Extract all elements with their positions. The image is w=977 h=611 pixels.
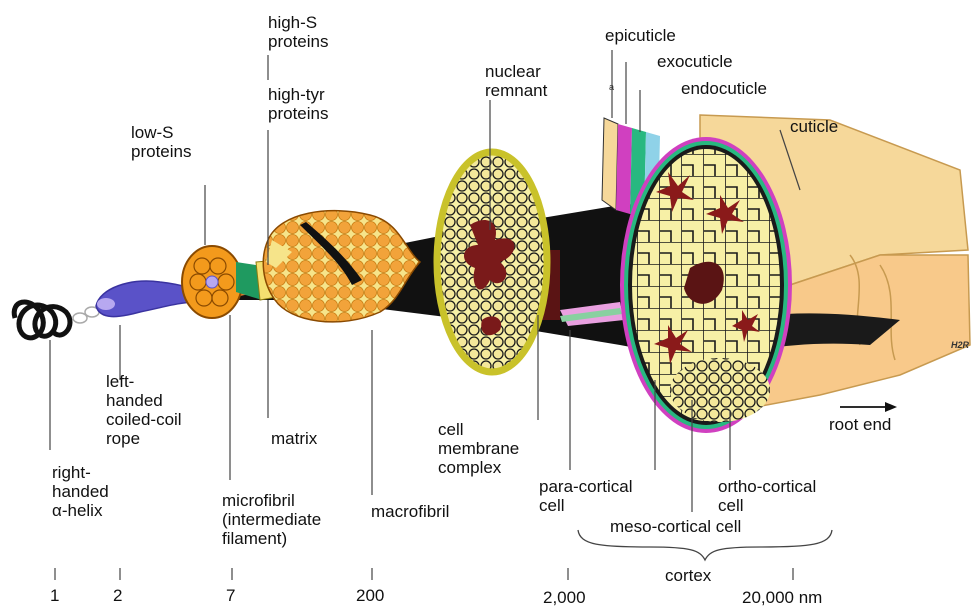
scale-value-3: 7 bbox=[226, 586, 235, 606]
scale-value-5: 2,000 bbox=[543, 588, 586, 608]
label-high-tyr-proteins: high-tyr proteins bbox=[268, 85, 328, 123]
label-endocuticle: endocuticle bbox=[681, 79, 767, 98]
label-root-end: root end bbox=[829, 415, 891, 434]
label-exocuticle: exocuticle bbox=[657, 52, 733, 71]
label-microfibril: microfibril (intermediate filament) bbox=[222, 491, 321, 548]
scale-value-2: 2 bbox=[113, 586, 122, 606]
label-low-s-proteins: low-S proteins bbox=[131, 123, 191, 161]
label-left-handed-rope: left- handed coiled-coil rope bbox=[106, 372, 182, 448]
cortex-section bbox=[620, 137, 792, 433]
label-high-s-proteins: high-S proteins bbox=[268, 13, 328, 51]
label-macrofibril: macrofibril bbox=[371, 502, 449, 521]
label-cell-membrane-complex: cell membrane complex bbox=[438, 420, 519, 477]
label-cortex: cortex bbox=[665, 566, 711, 585]
label-right-handed-helix: right- handed α-helix bbox=[52, 463, 109, 520]
label-matrix: matrix bbox=[271, 429, 317, 448]
alpha-helix bbox=[14, 302, 99, 338]
label-epicuticle: epicuticle bbox=[605, 26, 676, 45]
artist-signature: H2R bbox=[951, 340, 969, 350]
root-end-arrow bbox=[840, 402, 897, 412]
label-para-cortical-cell: para-cortical cell bbox=[539, 477, 633, 515]
label-cuticle: cuticle bbox=[790, 117, 838, 136]
scale-value-1: 1 bbox=[50, 586, 59, 606]
scale-value-4: 200 bbox=[356, 586, 384, 606]
label-small-a: a bbox=[609, 82, 614, 92]
label-nuclear-remnant: nuclear remnant bbox=[485, 62, 547, 100]
label-meso-cortical-cell: meso-cortical cell bbox=[610, 517, 741, 536]
label-ortho-cortical-cell: ortho-cortical cell bbox=[718, 477, 816, 515]
scale-value-6: 20,000 nm bbox=[742, 588, 822, 608]
